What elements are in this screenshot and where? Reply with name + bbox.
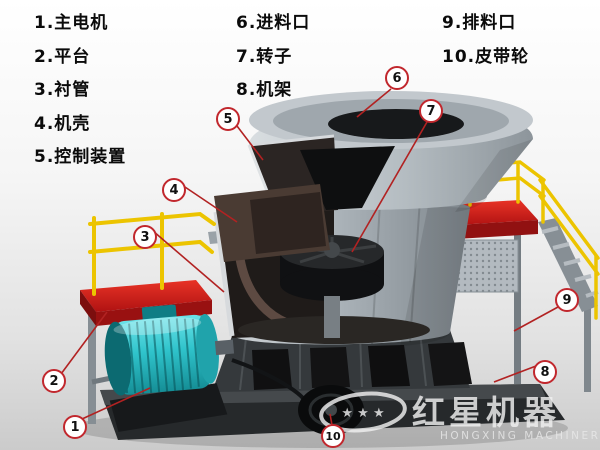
legend-item-1: 1.主电机 <box>34 13 109 33</box>
legend-item-4: 4.机壳 <box>34 113 91 134</box>
control-device <box>214 184 330 262</box>
left-railing <box>88 211 216 296</box>
brand-stars: ★ ★ ★ <box>341 406 384 421</box>
brand-name: 红星机器 <box>412 393 560 432</box>
callout-balloon-6: 6 <box>385 66 409 90</box>
callout-balloon-2: 2 <box>42 369 66 393</box>
callout-balloon-3: 3 <box>133 225 157 249</box>
main-shaft <box>324 296 340 338</box>
feed-hopper <box>214 91 533 262</box>
callout-balloon-8: 8 <box>533 360 557 384</box>
callout-balloon-5: 5 <box>216 107 240 131</box>
legend-item-10: 10.皮带轮 <box>442 46 530 67</box>
stairs <box>538 218 599 312</box>
brand-subtitle: HONGXING MACHINERY <box>440 430 600 442</box>
callout-balloon-1: 1 <box>63 415 87 439</box>
legend-item-3: 3.衬管 <box>34 80 91 101</box>
legend-item-8: 8.机架 <box>236 80 293 101</box>
legend-item-2: 2.平台 <box>34 46 91 67</box>
callout-balloon-7: 7 <box>419 99 443 123</box>
legend-item-6: 6.进料口 <box>236 13 311 33</box>
legend-column-2: 6.进料口 7.转子 8.机架 <box>236 13 311 115</box>
legend-column-3: 9.排料口 10.皮带轮 <box>442 13 530 81</box>
main-motor <box>104 304 235 432</box>
discharge-outlet <box>212 330 472 392</box>
callout-balloon-4: 4 <box>162 178 186 202</box>
brand-watermark: ★ ★ ★ 红星机器 HONGXING MACHINERY <box>319 391 600 442</box>
legend-item-9: 9.排料口 <box>442 13 517 33</box>
rotor <box>280 235 384 301</box>
callout-balloon-10: 10 <box>321 424 345 448</box>
legend-item-5: 5.控制装置 <box>34 147 127 168</box>
legend-item-7: 7.转子 <box>236 46 293 67</box>
callout-balloon-9: 9 <box>555 288 579 312</box>
legend-column-1: 1.主电机 2.平台 3.衬管 4.机壳 5.控制装置 <box>34 13 127 182</box>
